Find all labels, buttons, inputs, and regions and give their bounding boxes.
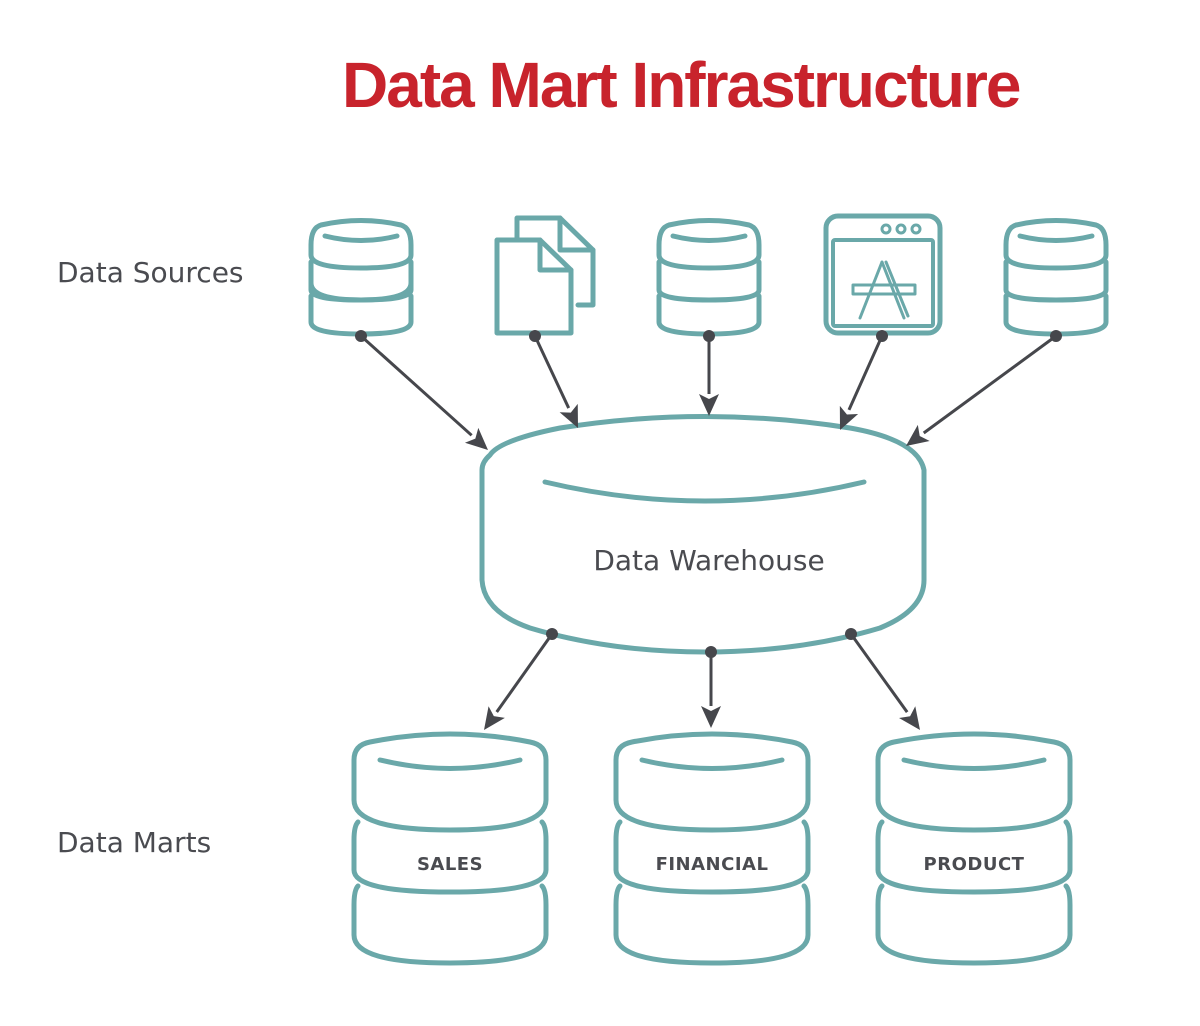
arrow-line — [847, 335, 884, 411]
arrow-line — [922, 334, 1057, 435]
arrow-source-3-to-warehouse — [699, 330, 719, 416]
mart-product-label: PRODUCT — [924, 854, 1025, 875]
arrow-origin-dot — [876, 330, 888, 342]
arrowhead-icon — [899, 706, 920, 730]
connector-arrows — [355, 330, 1062, 730]
arrowhead-icon — [484, 706, 505, 730]
mart-financial-label: FINANCIAL — [656, 854, 769, 875]
source-5-database-icon — [1003, 218, 1109, 337]
arrow-source-5-to-warehouse — [906, 330, 1062, 446]
arrow-origin-dot — [703, 330, 715, 342]
arrow-line — [533, 335, 571, 409]
arrowhead-icon — [699, 394, 719, 416]
arrowhead-icon — [839, 405, 859, 430]
source-3-database-icon — [656, 218, 762, 337]
arrow-source-1-to-warehouse — [355, 330, 488, 450]
mart-sales-node: SALES — [351, 731, 549, 966]
data-marts-label: Data Marts — [57, 826, 212, 859]
arrow-warehouse-to-mart-product — [845, 628, 920, 730]
arrow-source-2-to-warehouse — [529, 330, 578, 428]
source-4-app-window-icon — [823, 213, 943, 336]
arrow-origin-dot — [355, 330, 367, 342]
arrow-line — [359, 334, 473, 437]
mart-sales-label: SALES — [417, 854, 483, 875]
data-sources-label: Data Sources — [57, 256, 244, 289]
arrowhead-icon — [559, 403, 578, 428]
arrow-origin-dot — [705, 646, 717, 658]
arrow-origin-dot — [546, 628, 558, 640]
arrow-origin-dot — [845, 628, 857, 640]
data-warehouse-node: Data Warehouse — [479, 414, 927, 655]
arrowhead-icon — [701, 706, 721, 728]
source-2-documents-icon — [494, 215, 596, 336]
arrow-warehouse-to-mart-financial — [701, 646, 721, 728]
arrow-origin-dot — [1050, 330, 1062, 342]
arrow-line — [495, 633, 554, 713]
mart-product-node: PRODUCT — [875, 731, 1073, 966]
arrow-origin-dot — [529, 330, 541, 342]
arrow-source-4-to-warehouse — [839, 330, 888, 430]
arrowhead-icon — [906, 424, 930, 446]
arrow-line — [849, 633, 909, 714]
arrowhead-icon — [464, 427, 488, 450]
arrow-warehouse-to-mart-sales — [484, 628, 558, 730]
data-warehouse-label: Data Warehouse — [593, 544, 824, 577]
diagram-title: Data Mart Infrastructure — [342, 49, 1021, 121]
mart-financial-node: FINANCIAL — [613, 731, 811, 966]
source-1-database-icon — [308, 218, 414, 337]
